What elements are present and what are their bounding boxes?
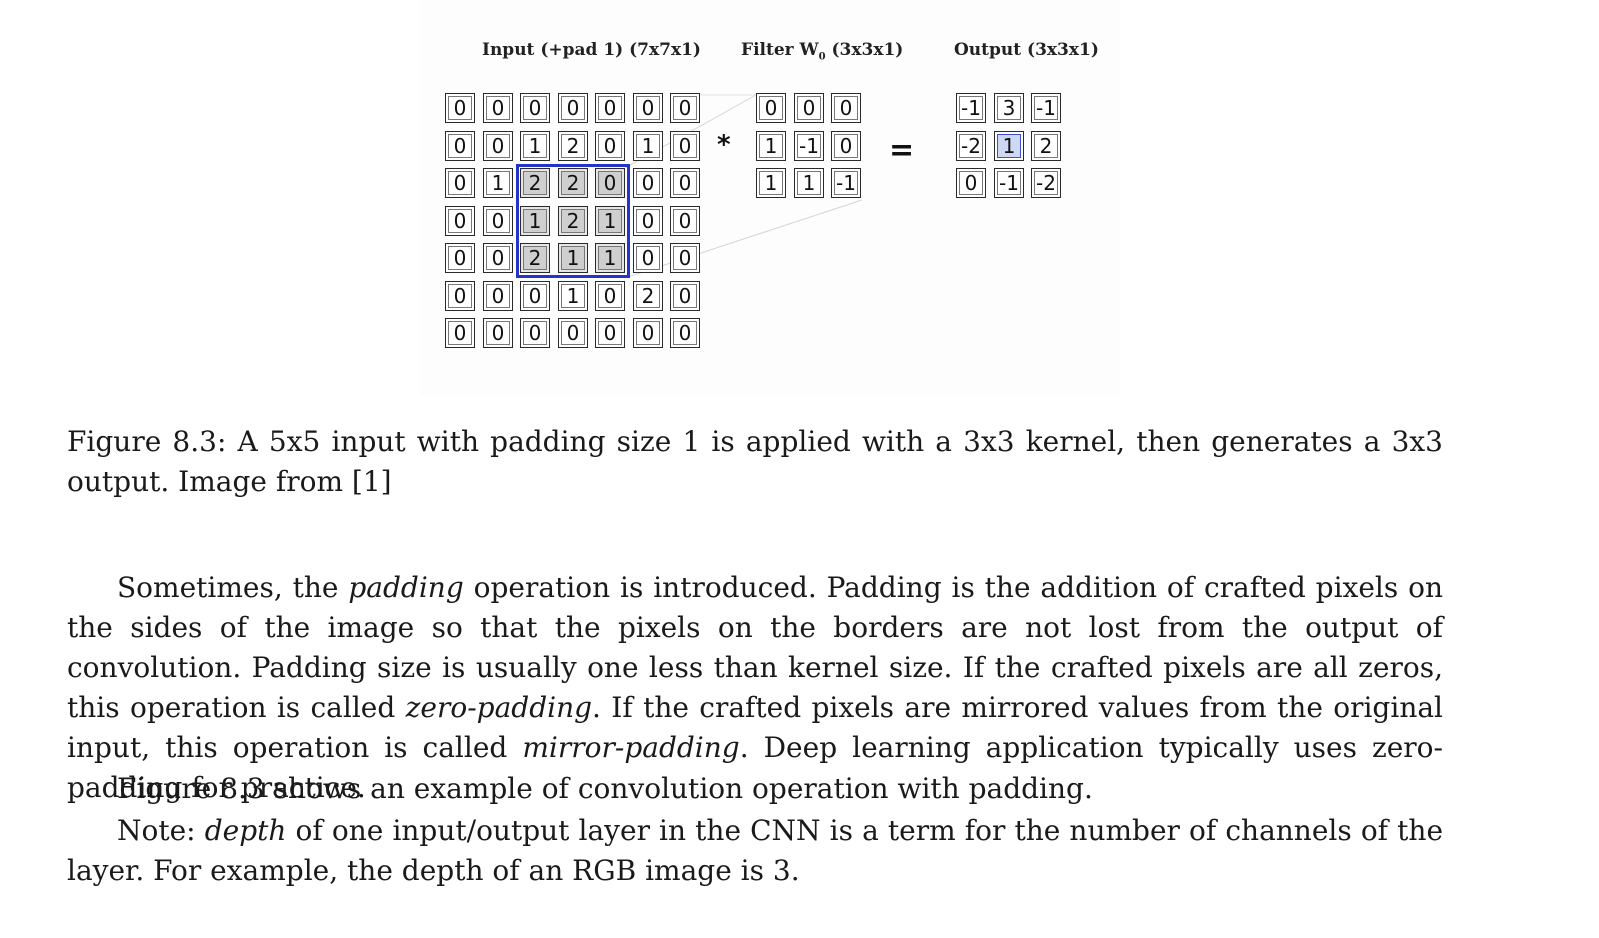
- input-cell: 0: [520, 318, 550, 348]
- filter-cell: 0: [756, 93, 786, 123]
- paragraph-depth-note: Note: depth of one input/output layer in…: [67, 811, 1443, 891]
- filter-title: Filter W0 (3x3x1): [741, 40, 903, 62]
- filter-cell: 1: [794, 168, 824, 198]
- p2-text: Figure 8.3 shows an example of convoluti…: [117, 772, 1093, 805]
- input-cell: 0: [483, 93, 513, 123]
- output-cell: -1: [994, 168, 1024, 198]
- p1-text-d: . Deep learning application typically us…: [67, 731, 1444, 804]
- input-cell: 0: [483, 281, 513, 311]
- convolution-operator: *: [717, 130, 731, 160]
- filter-cell: 0: [794, 93, 824, 123]
- output-title: Output (3x3x1): [954, 40, 1099, 60]
- input-cell: 0: [670, 318, 700, 348]
- input-cell: 0: [595, 318, 625, 348]
- filter-cell: 0: [831, 131, 861, 161]
- input-cell: 0: [483, 318, 513, 348]
- input-cell: 0: [633, 206, 663, 236]
- output-cell: 1: [994, 131, 1024, 161]
- filter-cell: -1: [831, 168, 861, 198]
- output-cell: 3: [994, 93, 1024, 123]
- input-cell: 1: [520, 131, 550, 161]
- input-cell: 0: [445, 131, 475, 161]
- input-cell: 1: [520, 206, 550, 236]
- input-cell: 0: [633, 93, 663, 123]
- input-cell: 1: [595, 206, 625, 236]
- p1-text-b: operation is introduced. Padding is the …: [67, 571, 1444, 724]
- paragraph-figure-reference: Figure 8.3 shows an example of convoluti…: [67, 769, 1443, 809]
- filter-cell: 0: [831, 93, 861, 123]
- p3-emph-depth: depth: [204, 814, 287, 847]
- p1-emph-padding: padding: [348, 571, 464, 604]
- filter-title-main: Filter W: [741, 40, 819, 60]
- input-cell: 0: [670, 206, 700, 236]
- input-cell: 2: [520, 168, 550, 198]
- input-cell: 0: [558, 93, 588, 123]
- p3-text-a: Note:: [117, 814, 205, 847]
- input-cell: 0: [520, 281, 550, 311]
- output-cell: -2: [956, 131, 986, 161]
- input-cell: 0: [445, 281, 475, 311]
- output-cell: 0: [956, 168, 986, 198]
- p1-text-a: Sometimes, the: [117, 571, 349, 604]
- input-cell: 0: [445, 318, 475, 348]
- input-cell: 0: [670, 281, 700, 311]
- input-cell: 0: [483, 243, 513, 273]
- input-title: Input (+pad 1) (7x7x1): [482, 40, 701, 60]
- projection-lines: [624, 94, 863, 279]
- input-cell: 0: [445, 93, 475, 123]
- input-cell: 0: [633, 243, 663, 273]
- input-cell: 2: [520, 243, 550, 273]
- p1-text-c: . If the crafted pixels are mirrored val…: [67, 691, 1443, 764]
- input-cell: 0: [670, 93, 700, 123]
- input-cell: 1: [633, 131, 663, 161]
- input-cell: 1: [595, 243, 625, 273]
- input-cell: 2: [633, 281, 663, 311]
- input-cell: 0: [483, 131, 513, 161]
- input-cell: 2: [558, 131, 588, 161]
- p1-emph-zero-padding: zero-padding: [405, 691, 593, 724]
- p1-emph-mirror-padding: mirror-padding: [522, 731, 740, 764]
- output-cell: -1: [1031, 93, 1061, 123]
- input-cell: 0: [483, 206, 513, 236]
- input-cell: 2: [558, 206, 588, 236]
- equals-operator: =: [889, 133, 915, 168]
- input-cell: 0: [670, 243, 700, 273]
- figure-caption: Figure 8.3: A 5x5 input with padding siz…: [67, 425, 1443, 498]
- paragraph-padding: Sometimes, the padding operation is intr…: [67, 568, 1443, 808]
- filter-title-sub: 0: [818, 51, 826, 63]
- input-cell: 0: [633, 168, 663, 198]
- output-cell: -1: [956, 93, 986, 123]
- input-cell: 0: [595, 93, 625, 123]
- output-cell: 2: [1031, 131, 1061, 161]
- input-cell: 1: [558, 243, 588, 273]
- filter-cell: 1: [756, 168, 786, 198]
- filter-cell: 1: [756, 131, 786, 161]
- input-cell: 1: [483, 168, 513, 198]
- input-cell: 0: [445, 243, 475, 273]
- input-cell: 0: [445, 168, 475, 198]
- filter-cell: -1: [794, 131, 824, 161]
- input-cell: 0: [595, 281, 625, 311]
- input-cell: 0: [670, 131, 700, 161]
- input-cell: 2: [558, 168, 588, 198]
- input-cell: 0: [445, 206, 475, 236]
- input-cell: 0: [670, 168, 700, 198]
- input-cell: 1: [558, 281, 588, 311]
- input-cell: 0: [595, 131, 625, 161]
- p3-text-b: of one input/output layer in the CNN is …: [67, 814, 1444, 887]
- input-cell: 0: [633, 318, 663, 348]
- filter-title-tail: (3x3x1): [825, 40, 904, 60]
- output-cell: -2: [1031, 168, 1061, 198]
- input-cell: 0: [520, 93, 550, 123]
- input-cell: 0: [595, 168, 625, 198]
- input-cell: 0: [558, 318, 588, 348]
